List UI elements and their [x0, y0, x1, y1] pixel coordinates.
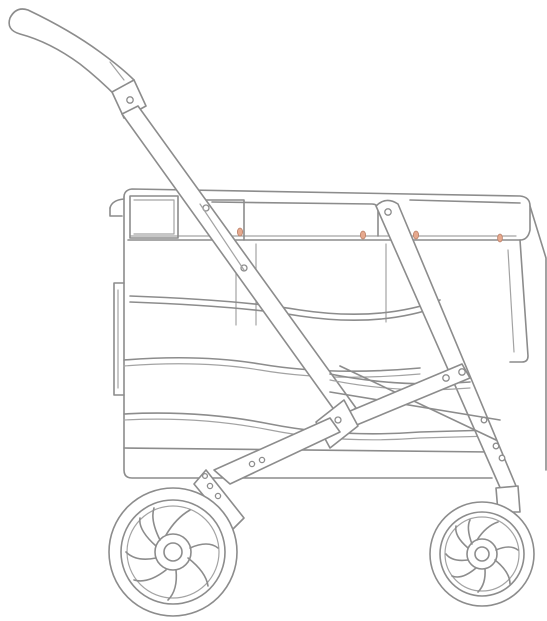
snap-button-icon [412, 230, 419, 240]
snap-button-icon [359, 230, 366, 240]
stroller-body [109, 188, 547, 479]
stroller-front-leg [375, 199, 521, 513]
rear-wheel [108, 487, 238, 617]
front-wheel [429, 501, 535, 607]
snap-button-icon [497, 233, 503, 243]
snap-button-icon [236, 227, 243, 237]
stroller-handle [8, 8, 357, 427]
